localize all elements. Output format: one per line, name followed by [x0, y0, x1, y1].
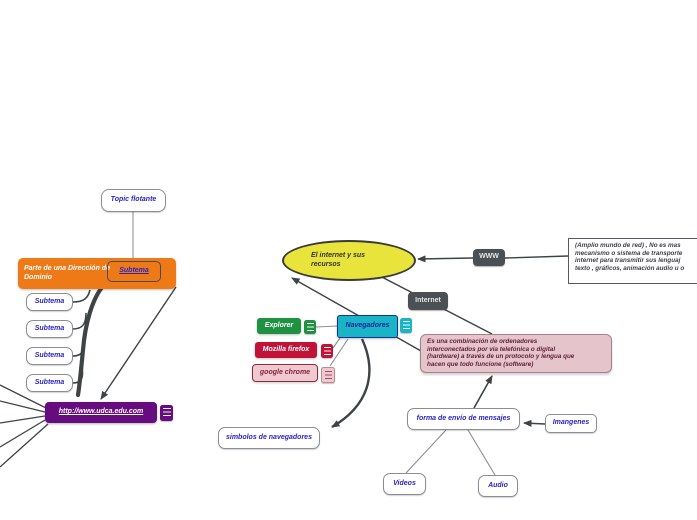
forma-envio-label: forma de envío de mensajes: [416, 414, 511, 422]
edge-url-left-1: [0, 384, 47, 409]
subtema-4-label: Subtema: [34, 378, 65, 386]
edge-url-left-4: [0, 419, 46, 448]
subtema-overlay-label: Subtema: [119, 267, 149, 275]
videos-label: Videos: [393, 479, 416, 487]
edge-url-left-5: [0, 423, 49, 468]
explorer-label: Explorer: [264, 321, 294, 329]
internet-label: Internet: [415, 296, 441, 304]
notes-icon[interactable]: [160, 405, 173, 421]
subtema-2-label: Subtema: [34, 324, 65, 332]
imangenes-label: Imangenes: [552, 419, 590, 427]
central-topic-label: El internet y sus recursos: [311, 252, 366, 268]
mozilla-firefox-label: Mozilla firefox: [262, 345, 310, 353]
navegadores-label: Navegadores: [345, 322, 390, 330]
topic-flotante-label: Topic flotante: [110, 196, 157, 204]
node-subtema-4[interactable]: Subtema: [26, 374, 73, 392]
www-note-text: (Amplio mundo de red) , No es mas mecani…: [575, 242, 685, 273]
definition-text: Es una combinación de ordenadores interc…: [427, 338, 575, 369]
node-definition[interactable]: Es una combinación de ordenadores interc…: [420, 334, 612, 373]
notes-icon[interactable]: [304, 320, 316, 334]
www-label: WWW: [479, 253, 499, 261]
node-subtema-3[interactable]: Subtema: [26, 347, 73, 365]
node-simbolos[interactable]: simbolos de navegadores: [218, 427, 320, 449]
node-subtema-1[interactable]: Subtema: [26, 293, 73, 311]
node-subtema-2[interactable]: Subtema: [26, 320, 73, 338]
edge-imangenes-to-forma: [523, 419, 546, 427]
edge-navegadores-to-simbolos: [331, 338, 371, 429]
edge-url-left-3: [0, 415, 46, 424]
node-url[interactable]: http://www.udca.edu.com: [45, 402, 157, 423]
subtema-1-label: Subtema: [34, 297, 65, 305]
node-www[interactable]: WWW: [473, 249, 505, 266]
node-mozilla-firefox[interactable]: Mozilla firefox: [255, 342, 317, 358]
node-forma-envio[interactable]: forma de envío de mensajes: [407, 408, 520, 430]
node-subtema-overlay[interactable]: Subtema: [107, 261, 161, 282]
edge-navegadores-chrome: [329, 338, 349, 367]
node-navegadores[interactable]: Navegadores: [337, 315, 398, 338]
edge-www-to-note: [504, 255, 569, 259]
subtema-3-label: Subtema: [34, 351, 65, 359]
notes-icon[interactable]: [321, 367, 335, 383]
edge-navegadores-mozilla: [332, 337, 341, 349]
notes-icon[interactable]: [400, 318, 412, 333]
node-imangenes[interactable]: Imangenes: [545, 414, 597, 433]
edge-www-to-central: [417, 255, 474, 263]
google-chrome-label: google chrome: [259, 368, 311, 376]
edge-subtema-1: [72, 289, 91, 303]
node-www-note[interactable]: (Amplio mundo de red) , No es mas mecani…: [568, 238, 697, 284]
node-topic-flotante[interactable]: Topic flotante: [101, 189, 166, 212]
edge-subtema-2: [72, 312, 87, 330]
node-internet[interactable]: Internet: [408, 292, 448, 310]
edge-domain-to-url: [100, 286, 177, 400]
node-google-chrome[interactable]: google chrome: [252, 364, 318, 382]
edge-subtema-3: [72, 339, 86, 357]
edge-url-left-2: [0, 400, 46, 413]
node-parte-dominio[interactable]: Parte de una Dirección de Dominio: [18, 258, 176, 289]
node-explorer[interactable]: Explorer: [257, 318, 301, 334]
audio-label: Audio: [488, 481, 508, 489]
node-central-topic[interactable]: El internet y sus recursos: [282, 240, 416, 281]
url-label: http://www.udca.edu.com: [58, 408, 144, 416]
node-audio[interactable]: Audio: [478, 475, 518, 497]
simbolos-label: simbolos de navegadores: [226, 433, 312, 441]
notes-icon[interactable]: [321, 344, 333, 358]
edge-navegadores-explorer: [315, 325, 338, 328]
edge-definition-to-central: [291, 277, 422, 352]
edge-forma-audio: [467, 429, 496, 476]
edge-forma-videos: [405, 429, 447, 474]
node-videos[interactable]: Videos: [383, 473, 426, 495]
edge-forma-to-definition: [473, 375, 493, 409]
parte-dominio-label: Parte de una Dirección de Dominio: [24, 265, 110, 281]
edge-subtema-4: [72, 365, 84, 384]
